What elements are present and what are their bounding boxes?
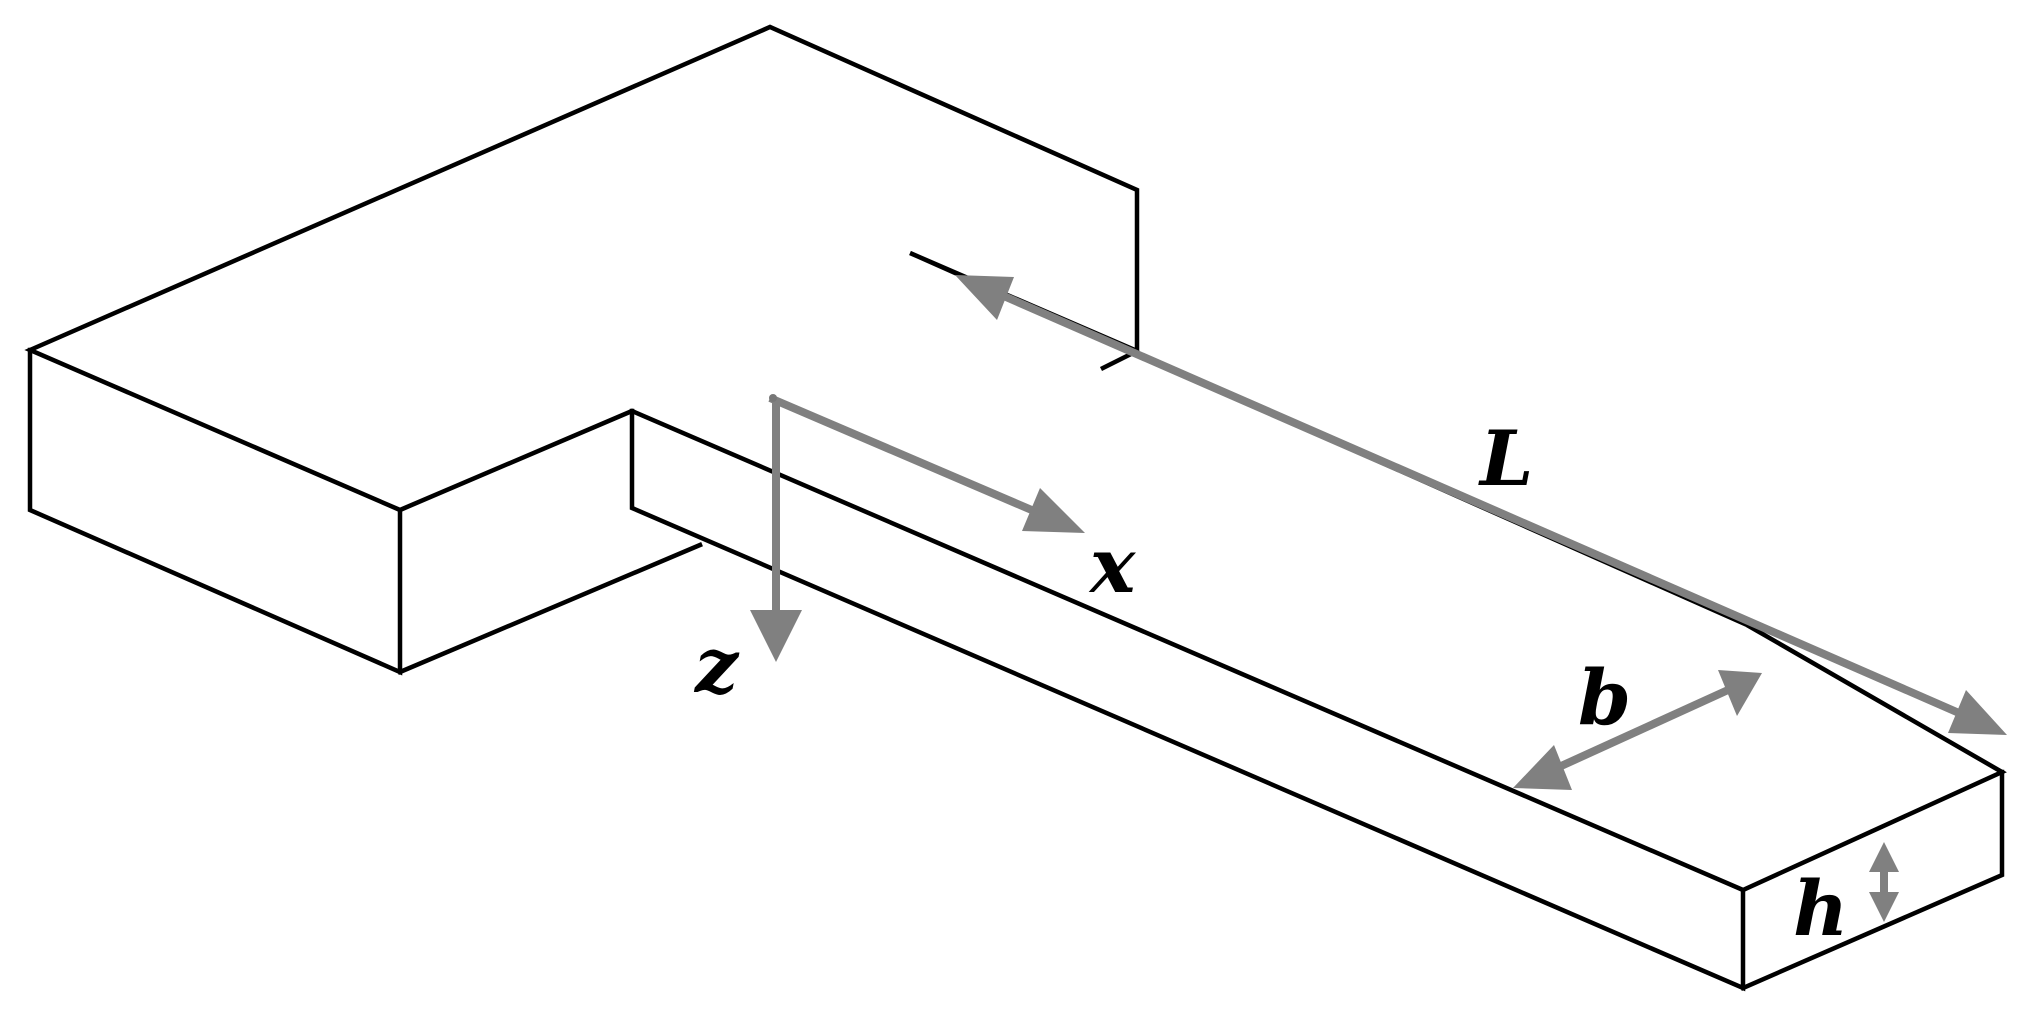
origin-marker bbox=[769, 394, 777, 402]
beam-end-face bbox=[1740, 769, 2005, 991]
dimensions bbox=[955, 275, 2007, 922]
width-dimension-arrow bbox=[1546, 686, 1730, 776]
beam-outline bbox=[24, 24, 2007, 992]
width-label: b bbox=[1578, 653, 1631, 742]
clamp-block-front-face bbox=[397, 542, 703, 675]
height-label: h bbox=[1793, 864, 1848, 953]
width-arrowhead-start bbox=[1513, 745, 1572, 790]
clamp-block-top bbox=[24, 24, 2007, 893]
clamp-step-edge bbox=[629, 408, 1746, 992]
length-label: L bbox=[1478, 414, 1533, 503]
axes bbox=[750, 394, 1085, 662]
labels: L x z b h bbox=[693, 414, 1848, 953]
x-axis-arrowhead bbox=[1022, 488, 1085, 533]
length-dimension-arrow bbox=[988, 286, 1977, 724]
length-arrowhead-start bbox=[955, 275, 1014, 320]
length-arrowhead-end bbox=[1948, 690, 2007, 735]
x-axis-arrow bbox=[768, 394, 1057, 524]
width-arrowhead-end bbox=[1718, 670, 1762, 716]
z-axis-label: z bbox=[693, 621, 740, 710]
clamp-block-left-face bbox=[27, 347, 403, 676]
z-axis-arrowhead bbox=[750, 610, 802, 662]
height-arrowhead-top bbox=[1869, 842, 1899, 872]
height-arrowhead-bottom bbox=[1869, 892, 1899, 922]
x-axis-label: x bbox=[1088, 521, 1137, 610]
